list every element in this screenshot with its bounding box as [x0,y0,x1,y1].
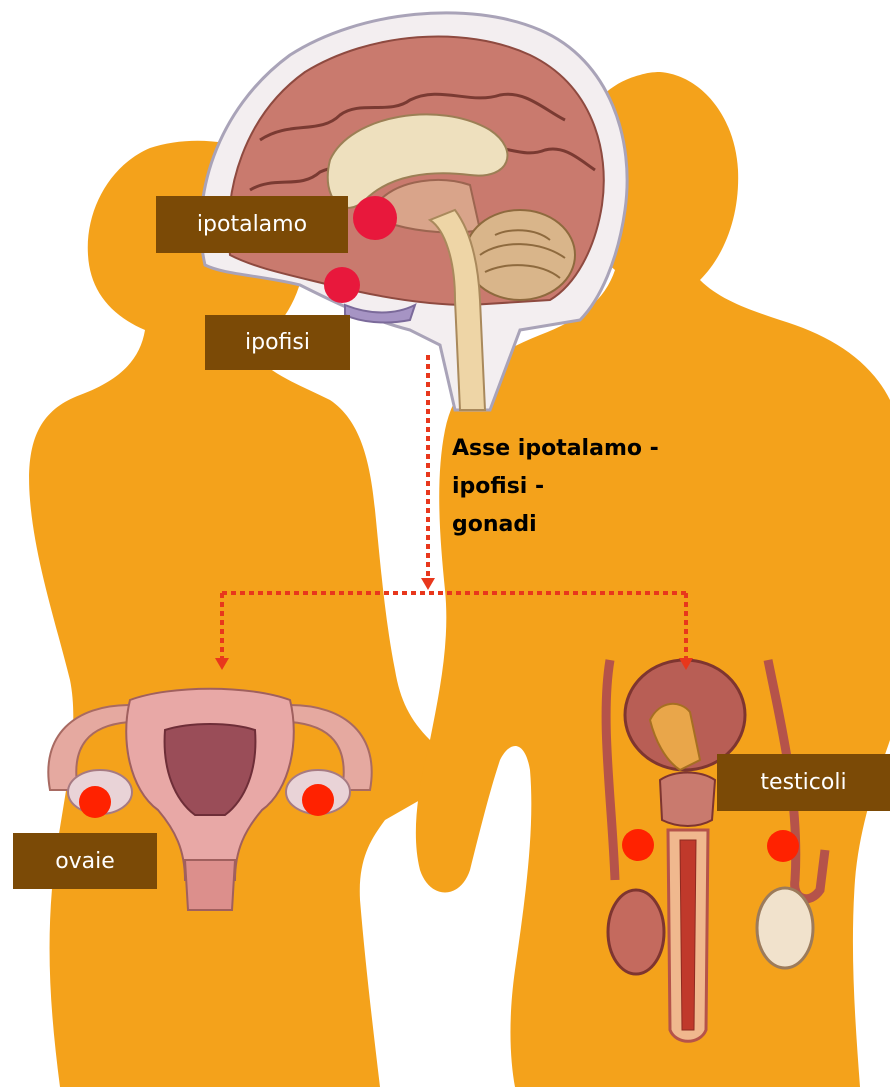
testis-left-marker [622,829,654,861]
axis-caption-line-1: Asse ipotalamo - [452,430,692,468]
label-hypothalamus: ipotalamo [156,196,348,253]
label-hypothalamus-text: ipotalamo [197,212,307,237]
hypothalamus-marker [353,196,397,240]
label-pituitary: ipofisi [205,315,350,370]
ovary-left-marker [79,786,111,818]
axis-caption: Asse ipotalamo - ipofisi - gonadi [452,430,692,544]
label-pituitary-text: ipofisi [245,330,310,355]
axis-caption-line-3: gonadi [452,506,692,544]
label-ovaries: ovaie [13,833,157,889]
ovary-right-marker [302,784,334,816]
testis-right-marker [767,830,799,862]
arrowhead-center [421,578,435,590]
label-testes: testicoli [717,754,890,811]
axis-caption-line-2: ipofisi - [452,468,692,506]
label-ovaries-text: ovaie [55,849,115,874]
label-testes-text: testicoli [760,770,846,795]
pituitary-marker [324,267,360,303]
